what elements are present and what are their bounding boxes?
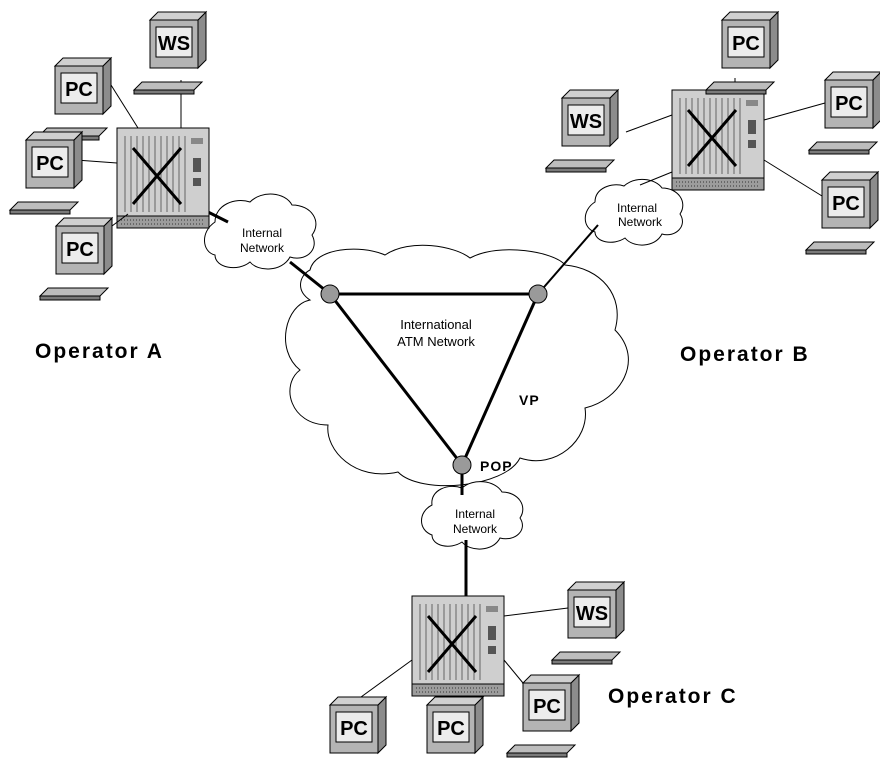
- svg-text:PC: PC: [340, 718, 368, 740]
- ws-terminal: WS: [551, 581, 625, 665]
- ws-terminal: WS: [133, 11, 207, 95]
- operator-b-label: Operator B: [680, 343, 810, 366]
- pc-terminal: PC: [313, 696, 387, 766]
- switch-operator-a: [115, 126, 211, 230]
- pop-label: POP: [480, 458, 513, 474]
- pc-terminal: PC: [808, 71, 880, 155]
- internal-network-cloud-c: [421, 481, 524, 550]
- svg-text:WS: WS: [158, 33, 190, 55]
- svg-text:PC: PC: [835, 93, 863, 115]
- pc-terminal: PC: [805, 171, 879, 255]
- svg-text:WS: WS: [576, 603, 608, 625]
- operator-c-label: Operator C: [608, 685, 738, 708]
- pc-terminal: PC: [9, 131, 83, 215]
- switch-operator-b: [670, 88, 766, 192]
- ws-terminal: WS: [545, 89, 619, 173]
- internal-network-cloud-b: [584, 179, 684, 246]
- svg-text:PC: PC: [732, 33, 760, 55]
- vp-label: VP: [519, 392, 540, 408]
- atm-network-label-2: ATM Network: [397, 334, 475, 349]
- internal-network-label-b-2: Network: [618, 215, 663, 229]
- vp-links: [328, 292, 540, 466]
- operator-a-label: Operator A: [35, 340, 164, 363]
- pc-terminal: PC: [38, 57, 112, 141]
- svg-text:PC: PC: [66, 239, 94, 261]
- svg-text:PC: PC: [533, 696, 561, 718]
- svg-text:PC: PC: [36, 153, 64, 175]
- atm-node-a: [320, 284, 340, 304]
- svg-text:PC: PC: [437, 718, 465, 740]
- internal-network-cloud-a: [204, 193, 317, 270]
- internal-network-label-b: Internal: [617, 201, 657, 215]
- svg-text:WS: WS: [570, 111, 602, 133]
- internal-network-label-a: Internal: [242, 226, 282, 240]
- atm-network-cloud: [285, 244, 629, 487]
- switch-operator-c: [410, 594, 506, 698]
- pop-node: [452, 455, 472, 475]
- svg-text:PC: PC: [65, 79, 93, 101]
- atm-node-b: [528, 284, 548, 304]
- pc-terminal: PC: [410, 696, 484, 766]
- internal-network-label-c: Internal: [455, 507, 495, 521]
- internal-network-label-a-2: Network: [240, 241, 285, 255]
- pc-terminal: PC: [705, 11, 779, 95]
- svg-text:PC: PC: [832, 193, 860, 215]
- pc-terminal: PC: [39, 217, 113, 301]
- atm-network-label: International: [400, 317, 472, 332]
- internal-network-label-c-2: Network: [453, 522, 498, 536]
- pc-terminal: PC: [506, 674, 580, 758]
